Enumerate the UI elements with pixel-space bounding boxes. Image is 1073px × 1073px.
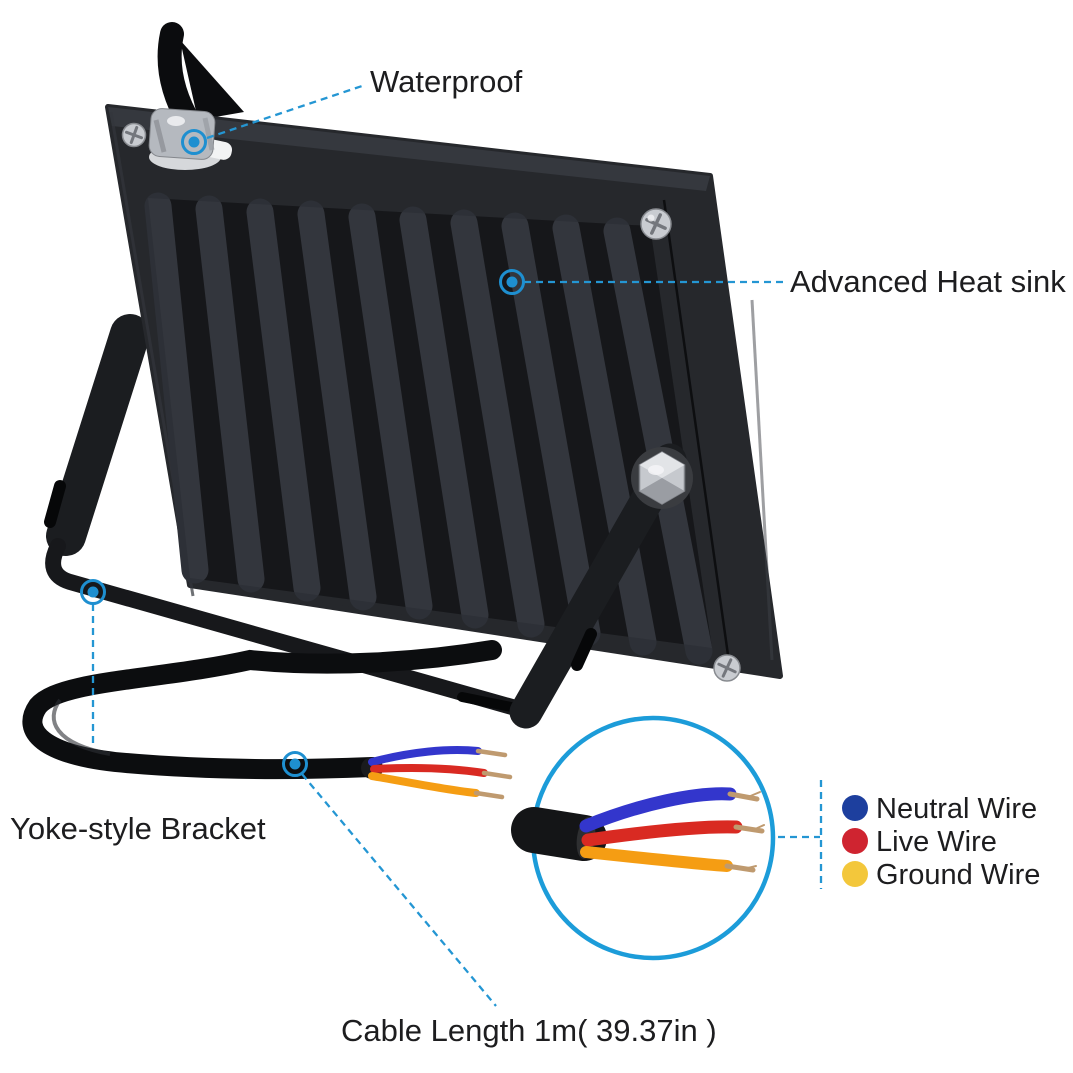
live-wire-tip xyxy=(481,770,513,780)
inset-ground-wire xyxy=(580,846,733,872)
live-wire xyxy=(370,764,488,777)
wire-inset-circle xyxy=(511,715,776,961)
flood-light-body xyxy=(105,104,783,682)
screw-top-right xyxy=(640,208,672,240)
neutral-wire xyxy=(368,746,482,766)
right-frame-groove xyxy=(662,199,730,656)
marker-waterproof xyxy=(181,129,207,155)
marker-bracket xyxy=(80,579,106,605)
heat-sink-fins xyxy=(144,192,713,665)
body-top-face xyxy=(108,107,710,191)
yoke-bracket xyxy=(44,314,521,715)
label-bracket: Yoke-style Bracket xyxy=(10,811,266,846)
legend-dot-ground xyxy=(842,861,868,887)
callout-markers xyxy=(80,129,525,777)
leader-lines xyxy=(91,84,823,1007)
wire-legend: Neutral Wire Live Wire Ground Wire xyxy=(842,793,1040,891)
legend-label-live: Live Wire xyxy=(876,826,997,858)
pivot-hex-bolt xyxy=(631,447,693,509)
leader-waterproof xyxy=(206,84,363,140)
screw-top-left xyxy=(121,122,147,148)
inset-live-wire xyxy=(581,820,743,847)
screw-bottom-right xyxy=(713,654,741,682)
marker-heat-sink xyxy=(499,269,525,295)
legend-dot-live xyxy=(842,828,868,854)
inset-cable-jacket xyxy=(511,807,607,861)
legend-label-neutral: Neutral Wire xyxy=(876,793,1037,825)
power-cable xyxy=(22,640,513,800)
ground-wire-tip xyxy=(473,790,505,800)
marker-cable xyxy=(282,751,308,777)
label-heat-sink: Advanced Heat sink xyxy=(790,264,1066,299)
ground-wire xyxy=(368,772,480,797)
neutral-wire-tip xyxy=(475,748,508,758)
legend-label-ground: Ground Wire xyxy=(876,859,1040,891)
inset-neutral-wire xyxy=(579,787,737,833)
label-waterproof: Waterproof xyxy=(370,64,523,99)
leader-cable-length xyxy=(301,773,497,1007)
label-cable-length: Cable Length 1m( 39.37in ) xyxy=(341,1013,717,1048)
legend-dot-neutral xyxy=(842,795,868,821)
cable-jacket xyxy=(22,640,502,780)
